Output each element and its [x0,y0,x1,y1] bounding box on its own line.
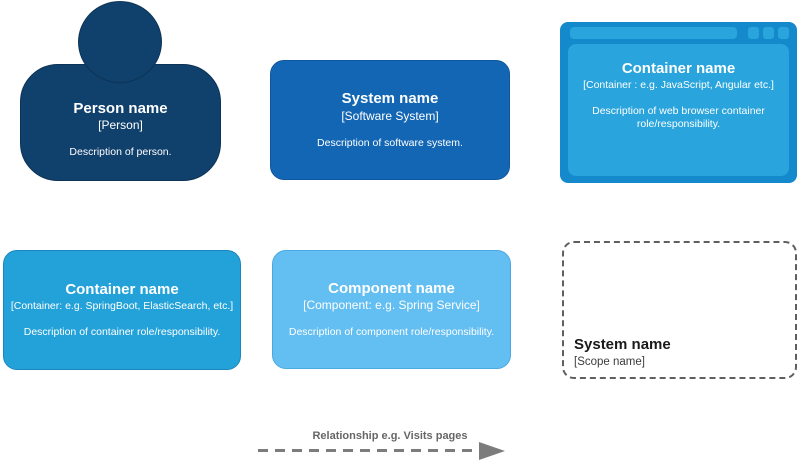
person-title: Person name [73,99,168,117]
browser-window-button [778,27,789,39]
browser-window-button [763,27,774,39]
container-description: Description of container role/responsibi… [23,325,221,338]
relationship-arrowhead-icon [479,442,505,460]
relationship-dashed-line [258,449,480,452]
browser-container-title: Container name [621,60,736,77]
person-type-label: [Person] [98,118,143,133]
component-shape: Component name [Component: e.g. Spring S… [272,250,511,369]
web-browser-container-shape: Container name [Container : e.g. JavaScr… [560,22,797,183]
system-scope-boundary: System name [Scope name] [562,241,797,379]
browser-container-description: Description of web browser container rol… [592,104,765,130]
person-shape: Person name [Person] Description of pers… [20,64,221,181]
browser-container-type-label: [Container : e.g. JavaScript, Angular et… [583,78,774,91]
component-title: Component name [328,279,455,297]
browser-content-panel: Container name [Container : e.g. JavaScr… [568,44,789,176]
system-description: Description of software system. [317,136,463,149]
container-title: Container name [65,281,179,298]
software-system-shape: System name [Software System] Descriptio… [270,60,510,180]
relationship-label: Relationship e.g. Visits pages [312,430,468,442]
component-description: Description of component role/responsibi… [288,326,495,339]
person-head-circle [78,1,162,83]
person-description: Description of person. [69,146,172,159]
scope-title: System name [574,336,671,353]
browser-address-bar [570,27,737,39]
container-shape: Container name [Container: e.g. SpringBo… [3,250,241,370]
system-title: System name [341,90,439,108]
system-type-label: [Software System] [341,108,439,123]
scope-text-block: System name [Scope name] [574,336,671,368]
browser-window-button [748,27,759,39]
component-type-label: [Component: e.g. Spring Service] [303,298,480,313]
scope-type-label: [Scope name] [574,356,645,368]
container-type-label: [Container: e.g. SpringBoot, ElasticSear… [10,299,234,312]
